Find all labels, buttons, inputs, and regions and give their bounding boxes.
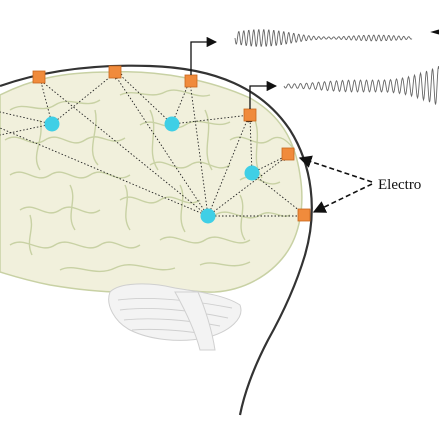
right-arrow-icon bbox=[249, 80, 278, 109]
partial-arrow-icon bbox=[430, 29, 439, 35]
neural-source bbox=[44, 116, 60, 132]
signal-output-arrows bbox=[190, 36, 278, 109]
scalp-electrode bbox=[281, 147, 295, 161]
scalp-electrode bbox=[32, 70, 46, 84]
electrode-annotation-arrows bbox=[298, 155, 373, 213]
scalp-electrode bbox=[184, 74, 198, 88]
brain-cerebrum bbox=[0, 70, 303, 293]
neural-source bbox=[164, 116, 180, 132]
scalp-electrode bbox=[243, 108, 257, 122]
signal-waveform-icon bbox=[283, 66, 439, 105]
brain-stem bbox=[174, 291, 216, 351]
right-arrow-icon bbox=[190, 36, 218, 75]
brain bbox=[0, 70, 303, 351]
neural-source bbox=[244, 165, 260, 181]
electrode-label: Electro bbox=[378, 177, 421, 193]
neural-sources bbox=[44, 116, 260, 224]
scalp-electrode bbox=[297, 208, 311, 222]
cerebellum-folds bbox=[117, 297, 233, 335]
connection-lines bbox=[0, 72, 306, 219]
brain-gyri bbox=[4, 89, 296, 273]
signal-waveform-icon bbox=[234, 29, 413, 47]
scalp-electrode bbox=[108, 65, 122, 79]
neural-source bbox=[200, 208, 216, 224]
